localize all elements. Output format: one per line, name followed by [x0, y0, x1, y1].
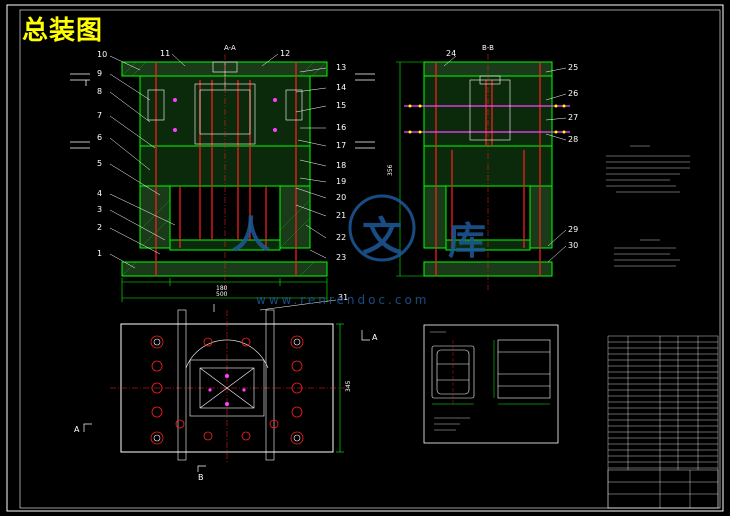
spacer-block-left	[139, 185, 171, 249]
watermark-char-1: 人	[232, 213, 270, 257]
callout-15: 15	[336, 101, 346, 110]
callout-18: 18	[336, 161, 346, 170]
inner-border	[19, 9, 721, 509]
callout-25: 25	[568, 63, 578, 72]
callout-5: 5	[97, 159, 102, 168]
watermark: 人 文 库 www.renrendoc.com	[232, 194, 486, 307]
callout-7: 7	[97, 111, 102, 120]
callout-17: 17	[336, 141, 346, 150]
callout-22: 22	[336, 233, 346, 242]
callout-6: 6	[97, 133, 102, 142]
part-detail-view	[423, 324, 559, 444]
dim-180: 180	[216, 285, 228, 292]
bill-of-materials	[607, 335, 719, 509]
callout-21: 21	[336, 211, 346, 220]
technical-notes	[606, 145, 690, 267]
spacer-block-right	[279, 185, 311, 249]
callout-9: 9	[97, 69, 102, 78]
callout-23: 23	[336, 253, 346, 262]
callout-13: 13	[336, 63, 346, 72]
callout-12: 12	[280, 49, 290, 58]
callout-11: 11	[160, 49, 170, 58]
callout-20: 20	[336, 193, 346, 202]
callout-31: 31	[338, 293, 348, 302]
callout-24: 24	[446, 49, 456, 58]
section-bb-label: B-B	[482, 44, 494, 52]
callout-8: 8	[97, 87, 102, 96]
section-aa-view: A-A	[70, 44, 375, 302]
callout-1: 1	[97, 249, 102, 258]
watermark-char-3: 库	[448, 219, 486, 263]
watermark-char-2: 文	[362, 214, 402, 260]
plan-view: 345 A A B	[74, 304, 378, 482]
section-mark-a-left: A	[74, 425, 80, 434]
callout-26: 26	[568, 89, 578, 98]
callout-16: 16	[336, 123, 346, 132]
watermark-url: www.renrendoc.com	[256, 293, 429, 307]
callout-19: 19	[336, 177, 346, 186]
dim-500: 500	[216, 291, 228, 298]
section-aa-label: A-A	[224, 44, 236, 52]
dim-345: 345	[345, 380, 352, 392]
sheet-border	[6, 4, 724, 512]
section-bb-view: B-B	[387, 44, 578, 290]
callout-4: 4	[97, 189, 102, 198]
bottom-clamp-plate	[121, 261, 328, 277]
callout-27: 27	[568, 113, 578, 122]
callout-2: 2	[97, 223, 102, 232]
dim-356: 356	[387, 164, 394, 176]
callout-29: 29	[568, 225, 578, 234]
callout-14: 14	[336, 83, 346, 92]
callout-28: 28	[568, 135, 578, 144]
callout-10: 10	[97, 50, 107, 59]
callout-30: 30	[568, 241, 578, 250]
section-mark-b: B	[198, 473, 204, 482]
callout-3: 3	[97, 205, 102, 214]
drawing-title: 总装图	[22, 16, 104, 46]
section-mark-a-right: A	[372, 333, 378, 342]
